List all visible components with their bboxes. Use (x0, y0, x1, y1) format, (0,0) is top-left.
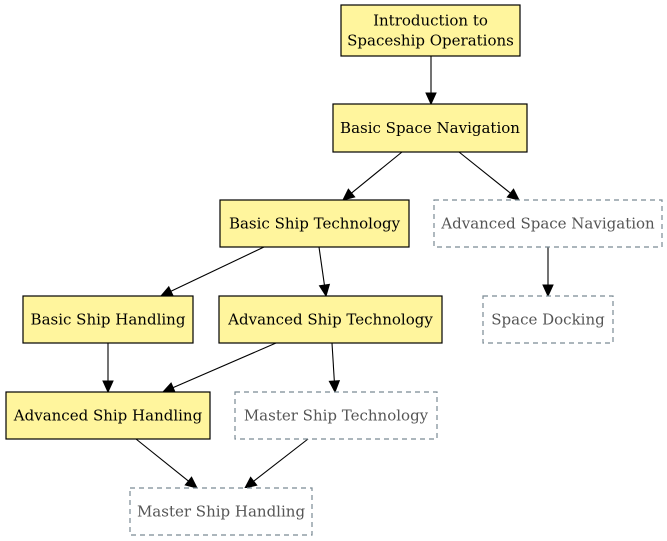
edge-basic-nav-to-adv-nav (458, 151, 520, 201)
node-label: Basic Space Navigation (340, 119, 520, 137)
node-basic-handling[interactable]: Basic Ship Handling (22, 295, 194, 344)
edge-master-tech-to-master-handling (244, 438, 309, 489)
arrowhead (184, 476, 198, 489)
node-box (482, 295, 614, 344)
node-master-tech[interactable]: Master Ship Technology (234, 391, 438, 440)
node-label: Master Ship Handling (137, 503, 305, 521)
arrowhead (542, 284, 554, 298)
edge-line (170, 246, 265, 292)
edge-basic-tech-to-adv-tech (318, 246, 331, 298)
node-box (218, 295, 443, 344)
edge-intro-to-basic-nav (425, 56, 437, 106)
edge-line (253, 438, 309, 482)
node-box (5, 391, 211, 440)
edge-adv-tech-to-master-tech (328, 342, 341, 394)
arrowhead (161, 382, 176, 393)
node-box (332, 103, 528, 153)
edge-line (318, 246, 325, 286)
arrowhead (506, 188, 520, 201)
edge-line (331, 342, 335, 382)
node-box (433, 199, 663, 248)
node-adv-handling[interactable]: Advanced Ship Handling (5, 391, 211, 440)
node-box (219, 199, 410, 248)
edge-basic-nav-to-basic-tech (342, 151, 403, 201)
node-label: Advanced Ship Handling (13, 407, 203, 425)
node-basic-tech[interactable]: Basic Ship Technology (219, 199, 410, 248)
node-basic-nav[interactable]: Basic Space Navigation (332, 103, 528, 153)
arrowhead (342, 188, 356, 201)
node-label: Master Ship Technology (244, 407, 429, 425)
node-box (340, 4, 521, 57)
node-adv-tech[interactable]: Advanced Ship Technology (218, 295, 443, 344)
node-label: Space Docking (491, 311, 605, 329)
arrowhead (244, 476, 258, 489)
node-master-handling[interactable]: Master Ship Handling (129, 487, 313, 536)
edge-line (135, 438, 189, 482)
edge-line (458, 151, 511, 194)
node-label: Basic Ship Handling (31, 311, 186, 329)
node-docking[interactable]: Space Docking (482, 295, 614, 344)
arrowhead (328, 380, 341, 394)
node-label: Advanced Space Navigation (440, 215, 655, 233)
node-label: Introduction to (373, 12, 488, 30)
edge-adv-nav-to-docking (542, 247, 554, 298)
edge-line (351, 151, 403, 194)
arrowhead (425, 92, 437, 106)
node-intro[interactable]: Introduction to Spaceship Operations (340, 4, 521, 57)
node-box (234, 391, 438, 440)
arrowhead (159, 285, 174, 297)
node-box (129, 487, 313, 536)
arrowhead (102, 380, 114, 394)
edge-basic-handling-to-adv-handling (102, 343, 114, 394)
node-label: Advanced Ship Technology (227, 311, 433, 329)
node-adv-nav[interactable]: Advanced Space Navigation (433, 199, 663, 248)
nodes-layer: Introduction to Spaceship OperationsBasic… (5, 4, 663, 536)
edge-line (172, 342, 277, 389)
node-label: Basic Ship Technology (229, 215, 401, 233)
node-label: Spaceship Operations (347, 32, 514, 50)
edge-basic-tech-to-basic-handling (159, 246, 265, 297)
node-box (22, 295, 194, 344)
edge-adv-handling-to-master-handling (135, 438, 198, 489)
arrowhead (318, 283, 331, 298)
edge-adv-tech-to-adv-handling (161, 342, 277, 393)
edges-layer (102, 56, 554, 489)
